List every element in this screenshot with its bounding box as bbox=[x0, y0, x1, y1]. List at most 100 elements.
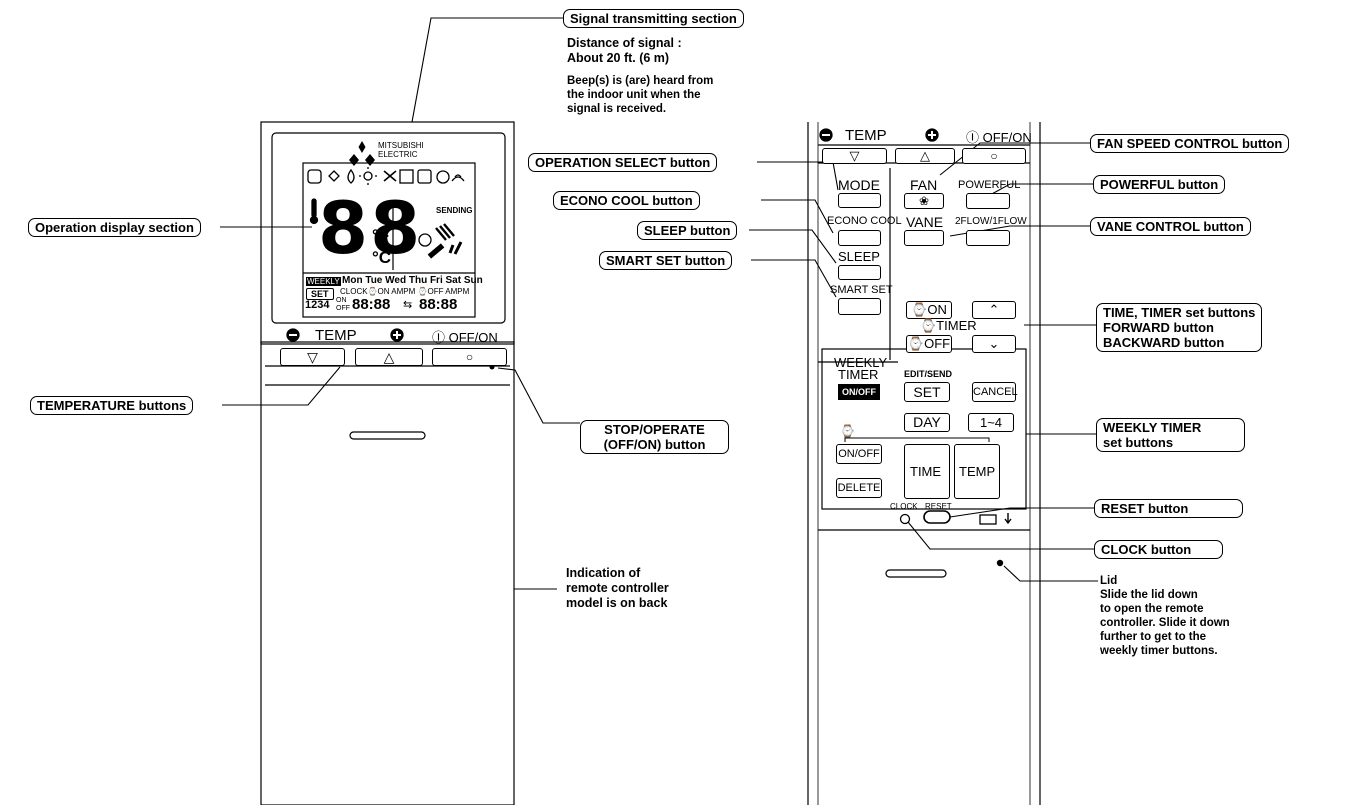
mode-label: MODE bbox=[838, 177, 880, 193]
stop-operate-line-2: (OFF/ON) button bbox=[603, 437, 706, 452]
left-lcd-screen bbox=[302, 162, 476, 318]
timer-off-button[interactable]: ⌚OFF bbox=[906, 335, 952, 353]
weekly-label: WEEKLY bbox=[834, 355, 888, 370]
lcd-digits: 88 bbox=[318, 186, 423, 270]
lcd-time-2: 88:88 bbox=[419, 296, 458, 313]
smart-set-button[interactable] bbox=[838, 298, 881, 315]
lid-line-4: further to get to the bbox=[1100, 631, 1207, 643]
lcd-time-1: 88:88 bbox=[352, 296, 391, 313]
vane-control-callout: VANE CONTROL button bbox=[1090, 217, 1251, 236]
econo-cool-label: ECONO COOL bbox=[827, 215, 902, 227]
lcd-days: Mon Tue Wed Thu Fri Sat Sun bbox=[342, 275, 483, 286]
operation-display-label: Operation display section bbox=[28, 218, 201, 237]
stop-operate-line-1: STOP/OPERATE bbox=[604, 422, 705, 437]
lcd-set-badge: SET bbox=[306, 288, 334, 300]
lid-line-5: weekly timer buttons. bbox=[1100, 645, 1218, 657]
left-lid-slot bbox=[349, 431, 426, 440]
right-temp-down-button[interactable]: ▽ bbox=[822, 148, 887, 164]
lcd-sending: SENDING bbox=[436, 206, 473, 215]
left-temp-up-button[interactable]: △ bbox=[355, 348, 423, 366]
indication-line-3: model is on back bbox=[566, 596, 668, 610]
fan-speed-button[interactable]: ❀ bbox=[904, 193, 944, 209]
lcd-weekly-badge: WEEKLY bbox=[306, 277, 341, 286]
weekly-onoff-button[interactable]: ON/OFF bbox=[838, 384, 880, 400]
flow-label: 2FLOW/1FLOW bbox=[955, 216, 1027, 227]
reset-small-label: RESET bbox=[925, 502, 952, 511]
timer-callout-line-2: FORWARD button bbox=[1103, 320, 1214, 335]
beep-line-2: the indoor unit when the bbox=[567, 89, 701, 101]
weekly-clock-icon: ⌚ bbox=[840, 424, 855, 438]
weekly-callout-line-1: WEEKLY TIMER bbox=[1103, 420, 1202, 435]
indication-line-2: remote controller bbox=[566, 581, 669, 595]
smart-set-label: SMART SET bbox=[830, 284, 893, 296]
econo-cool-callout: ECONO COOL button bbox=[553, 191, 700, 210]
time-button[interactable] bbox=[904, 444, 950, 499]
signal-distance-line-1: Distance of signal : bbox=[567, 36, 682, 50]
lcd-arrow: ⇆ bbox=[403, 299, 413, 311]
powerful-button[interactable] bbox=[966, 193, 1010, 209]
temp-button-label: TEMP bbox=[959, 464, 996, 479]
delete-button[interactable]: DELETE bbox=[836, 478, 882, 498]
temperature-buttons-label: TEMPERATURE buttons bbox=[30, 396, 194, 415]
weekly-timer-callout: WEEKLY TIMER set buttons bbox=[1096, 418, 1245, 452]
beep-line-1: Beep(s) is (are) heard from bbox=[567, 75, 714, 87]
left-temp-label: TEMP bbox=[315, 327, 357, 344]
timer-forward-button[interactable]: ⌃ bbox=[972, 301, 1016, 319]
right-offon-button[interactable]: ○ bbox=[962, 148, 1026, 164]
edit-send-label: EDIT/SEND bbox=[904, 369, 953, 379]
timer-backward-button[interactable]: ⌄ bbox=[972, 335, 1016, 353]
indication-note: Indication of remote controller model is… bbox=[566, 566, 669, 611]
left-remote-body bbox=[260, 121, 515, 805]
left-temp-down-button[interactable]: ▽ bbox=[280, 348, 345, 366]
lid-line-2: to open the remote bbox=[1100, 603, 1204, 615]
right-temp-up-button[interactable]: △ bbox=[895, 148, 955, 164]
vane-label: VANE bbox=[906, 214, 944, 230]
lcd-deg-f: °F bbox=[372, 226, 390, 245]
left-remote-divider bbox=[260, 341, 515, 345]
mode-button[interactable] bbox=[838, 193, 881, 208]
timer-label: ⌚TIMER bbox=[920, 318, 977, 333]
beep-note: Beep(s) is (are) heard from the indoor u… bbox=[567, 74, 713, 116]
brand-line-2: ELECTRIC bbox=[378, 150, 418, 159]
signal-label: Signal transmitting section bbox=[563, 9, 744, 28]
lid-title: Lid bbox=[1100, 575, 1118, 587]
lcd-mode-icons bbox=[307, 167, 465, 259]
time-button-label: TIME bbox=[910, 464, 942, 479]
sleep-button[interactable] bbox=[838, 265, 881, 280]
timer-on-button[interactable]: ⌚ON bbox=[906, 301, 952, 319]
fan-label: FAN bbox=[910, 177, 938, 193]
right-offon-label: Ⓘ OFF/ON bbox=[966, 130, 1032, 145]
lid-line-1: Slide the lid down bbox=[1100, 589, 1198, 601]
reset-callout: RESET button bbox=[1094, 499, 1243, 518]
signal-distance-note: Distance of signal : About 20 ft. (6 m) bbox=[567, 36, 682, 66]
indication-line-1: Indication of bbox=[566, 566, 641, 580]
vane-control-button[interactable] bbox=[904, 230, 944, 246]
weekly-on-off-button[interactable]: ON/OFF bbox=[836, 444, 882, 464]
range-button[interactable]: 1~4 bbox=[968, 413, 1014, 432]
lcd-off-small: OFF bbox=[336, 305, 350, 312]
beep-line-3: signal is received. bbox=[567, 103, 667, 115]
cancel-button[interactable]: CANCEL bbox=[972, 382, 1018, 402]
econo-cool-button[interactable] bbox=[838, 230, 881, 246]
timer-callout: TIME, TIMER set buttons FORWARD button B… bbox=[1096, 303, 1263, 352]
leader-lines bbox=[220, 17, 1098, 590]
powerful-label: POWERFUL bbox=[958, 179, 1021, 191]
day-button[interactable]: DAY bbox=[904, 413, 950, 432]
timer-callout-line-3: BACKWARD button bbox=[1103, 335, 1225, 350]
set-button[interactable]: SET bbox=[904, 382, 950, 402]
lcd-slots: 1234 bbox=[305, 299, 330, 311]
temp-button[interactable] bbox=[954, 444, 1000, 499]
left-offon-label: Ⓘ OFF/ON bbox=[432, 330, 498, 345]
flow-button[interactable] bbox=[966, 230, 1010, 246]
left-offon-button[interactable]: ○ bbox=[432, 348, 507, 366]
lcd-clock-row: CLOCK⌚ON AMPM ⌚OFF AMPM bbox=[340, 287, 470, 296]
smart-set-callout: SMART SET button bbox=[599, 251, 733, 270]
sleep-label: SLEEP bbox=[838, 249, 880, 264]
lid-line-3: controller. Slide it down bbox=[1100, 617, 1230, 629]
lid-note: Lid Slide the lid down to open the remot… bbox=[1100, 574, 1230, 658]
stop-operate-label: STOP/OPERATE (OFF/ON) button bbox=[580, 420, 729, 454]
timer-callout-line-1: TIME, TIMER set buttons bbox=[1103, 305, 1256, 320]
clock-small-label: CLOCK bbox=[890, 502, 918, 511]
fan-speed-callout: FAN SPEED CONTROL button bbox=[1090, 134, 1290, 153]
